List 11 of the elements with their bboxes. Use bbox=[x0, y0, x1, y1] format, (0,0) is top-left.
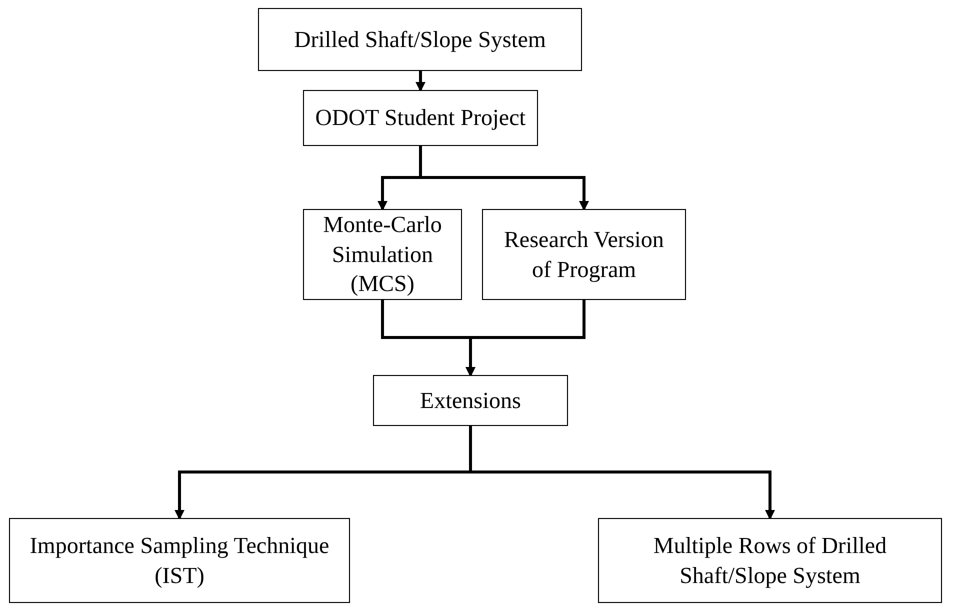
process-box: Drilled Shaft/Slope System bbox=[258, 8, 582, 71]
arrow bbox=[416, 71, 426, 92]
arrow bbox=[469, 426, 775, 520]
process-box: ODOT Student Project bbox=[303, 90, 538, 146]
process-box: Multiple Rows of Drilled Shaft/Slope System bbox=[598, 518, 942, 603]
process-box: Monte-Carlo Simulation (MCS) bbox=[303, 209, 462, 300]
process-box: Research Version of Program bbox=[482, 209, 686, 300]
arrow bbox=[419, 146, 589, 211]
process-box: Extensions bbox=[373, 375, 568, 426]
arrow bbox=[466, 300, 586, 377]
process-box: Importance Sampling Technique (IST) bbox=[9, 518, 350, 603]
